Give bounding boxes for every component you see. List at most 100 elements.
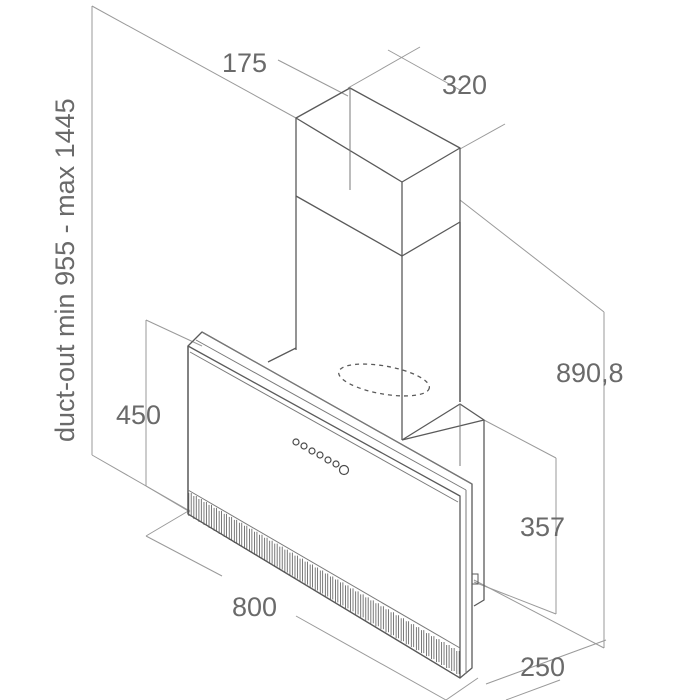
vent-slat xyxy=(259,534,263,558)
duct-split-line xyxy=(295,195,461,257)
ext-line-800-right xyxy=(445,677,479,700)
vent-slat xyxy=(249,528,253,552)
vent-slat xyxy=(400,618,404,642)
label-357: 357 xyxy=(520,512,565,542)
vent-slat xyxy=(188,493,192,516)
chimney-duct xyxy=(295,87,461,440)
label-320: 320 xyxy=(442,70,487,100)
vent-grille xyxy=(188,493,460,674)
control-buttons xyxy=(292,438,350,476)
ext-line-450-bottom xyxy=(145,485,191,513)
body-inner-line xyxy=(401,419,485,441)
vent-slat xyxy=(380,606,384,630)
vent-slat xyxy=(329,576,334,600)
dim-line-250 xyxy=(485,639,607,685)
vent-slat xyxy=(244,525,248,549)
control-button-1 xyxy=(292,438,300,446)
vent-slat xyxy=(284,549,288,573)
vent-slat xyxy=(360,594,364,618)
dimension-lines xyxy=(91,5,607,700)
vent-slat xyxy=(228,516,233,540)
glass-top-bevel-2 xyxy=(201,331,473,485)
vent-slat xyxy=(441,642,445,666)
vent-slat xyxy=(208,504,212,528)
ext-line-357-top xyxy=(483,419,557,459)
glass-panel-front xyxy=(187,345,461,679)
vent-slat xyxy=(340,582,344,606)
vent-slat xyxy=(395,615,399,639)
vent-slat xyxy=(355,591,359,615)
vent-slat xyxy=(436,639,440,663)
vent-slat xyxy=(279,546,283,570)
vent-slat xyxy=(294,555,298,579)
vent-slat xyxy=(421,630,425,654)
control-button-4 xyxy=(316,451,324,459)
vent-slat xyxy=(238,522,243,546)
vent-slat xyxy=(426,633,430,657)
vent-slat xyxy=(218,510,222,534)
vent-slat xyxy=(289,552,293,576)
control-button-power xyxy=(338,464,350,476)
ext-line-890-bottom xyxy=(473,579,605,649)
vent-slat xyxy=(223,513,227,537)
glass-panel-outer xyxy=(187,331,473,679)
dim-line-175 xyxy=(277,59,349,97)
vent-slat xyxy=(405,621,410,645)
ext-line-890-top xyxy=(459,199,605,313)
vent-slat xyxy=(350,588,354,612)
vent-slat xyxy=(304,561,308,585)
vent-slat xyxy=(233,519,238,543)
vent-slat xyxy=(456,651,460,674)
vent-slat xyxy=(365,597,369,621)
dim-line-800b xyxy=(295,615,447,700)
duct-top-face xyxy=(295,87,461,183)
body-top-back xyxy=(267,347,297,363)
control-button-5 xyxy=(324,456,332,464)
label-duct-height: duct-out min 955 - max 1445 xyxy=(50,98,80,442)
vent-slat xyxy=(269,540,273,564)
ext-line-800-left xyxy=(145,509,191,537)
vent-slat xyxy=(375,603,379,627)
side-handle xyxy=(471,573,479,585)
vent-slat xyxy=(193,495,197,519)
dim-line-250b xyxy=(505,679,561,700)
vent-slat xyxy=(385,609,389,633)
vent-slat xyxy=(213,507,217,531)
vent-slat xyxy=(203,501,207,525)
label-450: 450 xyxy=(116,400,161,430)
ext-line-duct-top xyxy=(91,5,297,119)
hood-body xyxy=(267,347,485,607)
dim-line-800 xyxy=(145,535,223,577)
vent-slat xyxy=(319,570,324,594)
vent-slat xyxy=(446,645,450,669)
glass-top-bevel-1 xyxy=(195,339,467,491)
vent-slat xyxy=(370,600,374,624)
vent-slat xyxy=(299,558,303,582)
vent-slat xyxy=(274,543,278,567)
dim-line-320b xyxy=(459,123,506,150)
vent-slat xyxy=(451,648,455,672)
label-175: 175 xyxy=(222,48,267,78)
glass-inner-top xyxy=(189,351,459,503)
vent-slat xyxy=(324,573,329,597)
control-button-2 xyxy=(300,442,308,450)
vent-slat xyxy=(335,579,339,603)
label-250: 250 xyxy=(520,652,565,682)
grille-top-line xyxy=(187,489,461,649)
ext-line-450-top xyxy=(145,319,203,347)
ext-line-357-bottom xyxy=(473,581,557,615)
vent-slat xyxy=(390,612,394,636)
ext-line-320 xyxy=(347,46,421,89)
dimension-labels: duct-out min 955 - max 1445 175 320 890,… xyxy=(50,48,624,682)
duct-opening-ellipse xyxy=(337,363,431,397)
label-890-8: 890,8 xyxy=(556,358,624,388)
vent-slat xyxy=(431,636,435,660)
vent-slat xyxy=(254,531,258,555)
control-button-3 xyxy=(308,447,316,455)
vent-slat xyxy=(415,627,420,651)
control-button-6 xyxy=(332,460,340,468)
vent-slat xyxy=(410,624,415,648)
vent-slat xyxy=(309,564,313,588)
vent-slat xyxy=(198,498,202,522)
